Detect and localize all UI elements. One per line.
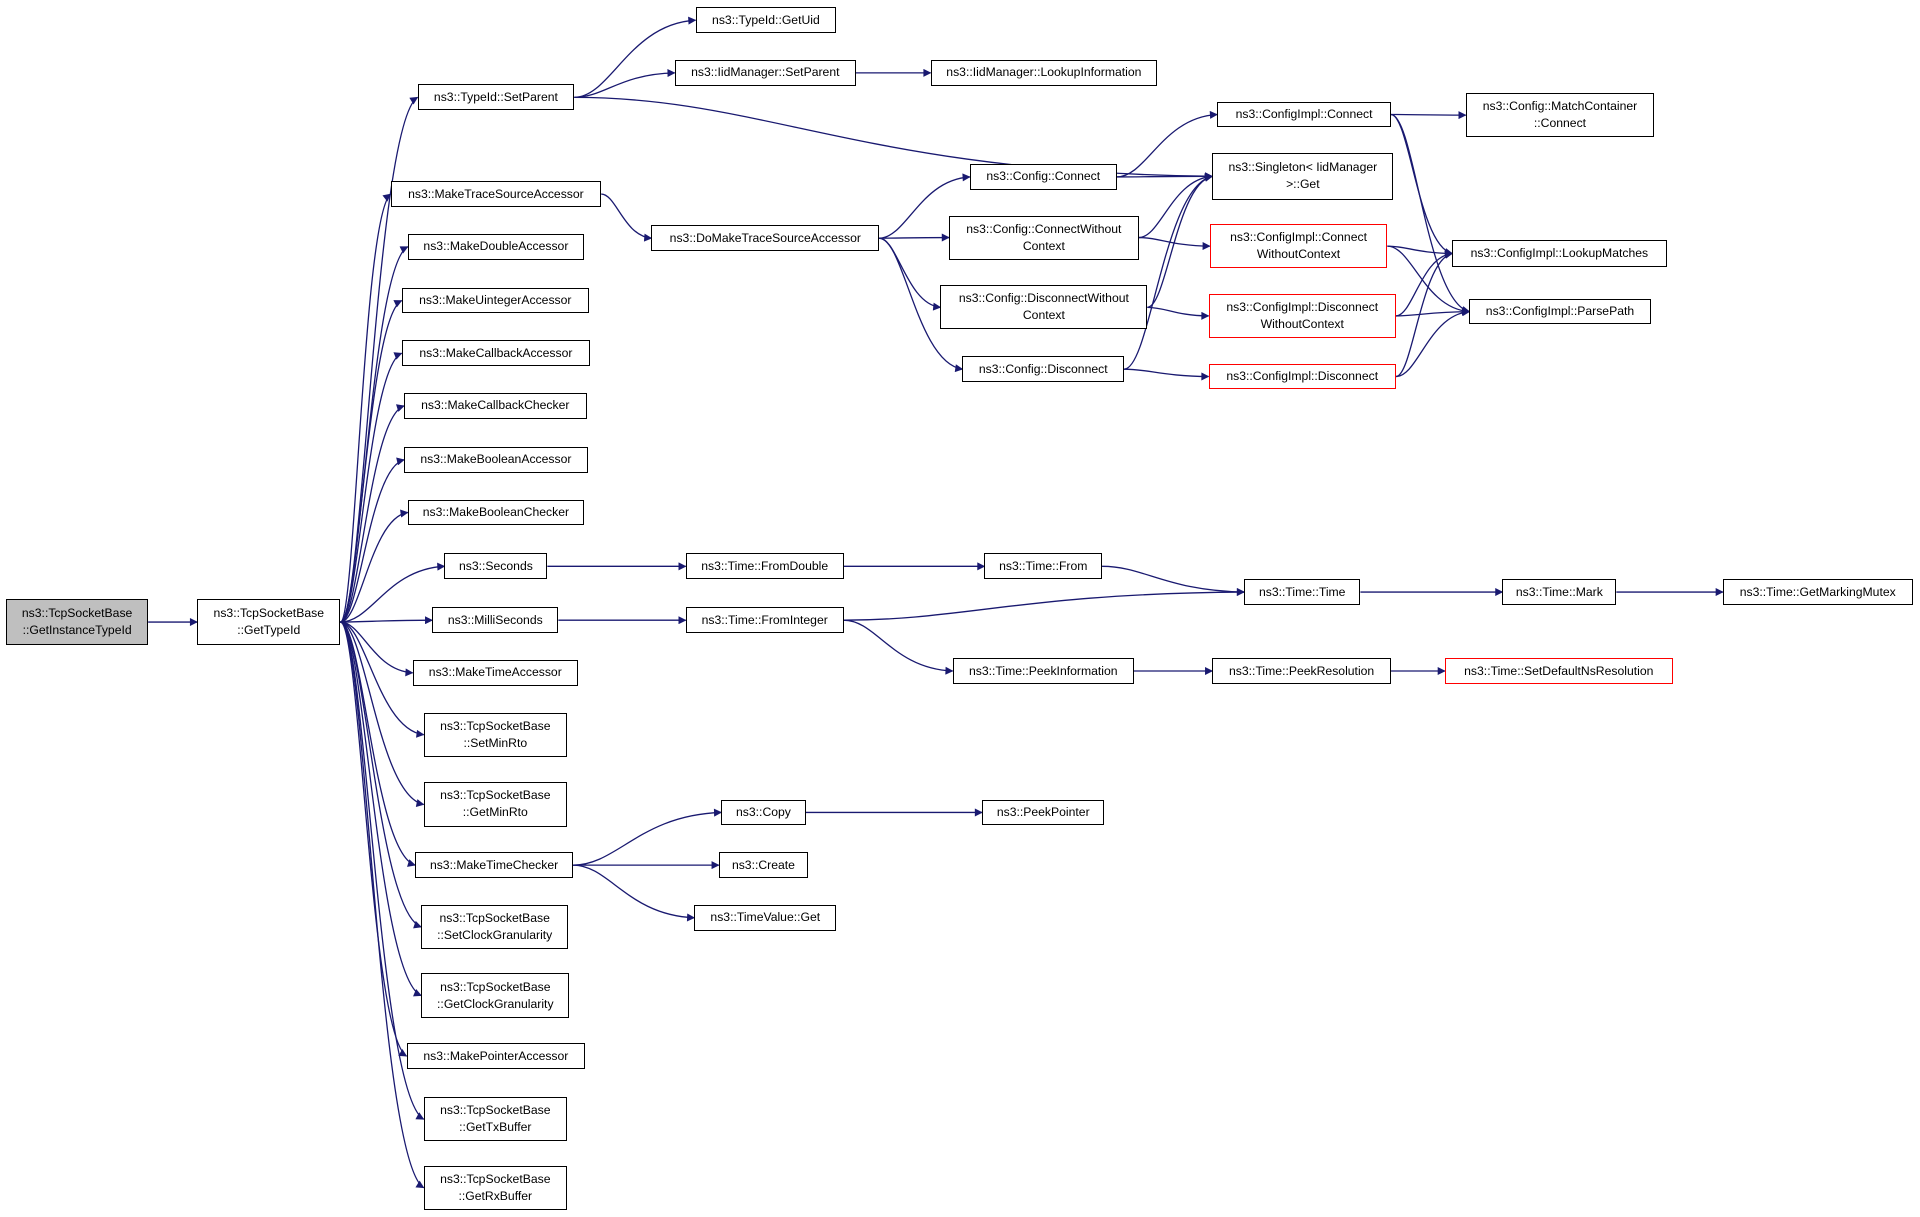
node-iidmanager-setparent[interactable]: ns3::IidManager::SetParent (674, 60, 856, 86)
edge-gettypeid-to-setclock (340, 621, 422, 929)
edge-implconnect-to-parsepath (1390, 113, 1471, 314)
node-timevalue-get[interactable]: ns3::TimeValue::Get (694, 904, 837, 931)
node-tcpsocketbase-getclockgranularity[interactable]: ns3::TcpSocketBase ::GetClockGranularity (421, 973, 570, 1018)
edge-gettypeid-to-mkboolchk (340, 509, 409, 623)
edge-gettypeid-to-mkcbacc (339, 352, 403, 623)
edge-gettypeid-to-getclock (340, 621, 422, 997)
node-configimpl-disconnectwithoutcontext[interactable]: ns3::ConfigImpl::Disconnect WithoutConte… (1208, 293, 1396, 338)
edge-domktrace-to-cfgdisconnwo (879, 237, 942, 311)
edge-impldisconnwo-to-lookupmatches (1395, 250, 1454, 317)
node-domaketracesourceaccessor[interactable]: ns3::DoMakeTraceSourceAccessor (651, 225, 880, 251)
node-copy[interactable]: ns3::Copy (721, 799, 806, 826)
node-config-connect[interactable]: ns3::Config::Connect (969, 164, 1117, 190)
edge-cfgconnect-to-singleton (1116, 172, 1214, 181)
edge-gettypeid-to-setminrto (340, 621, 425, 738)
node-peekpointer[interactable]: ns3::PeekPointer (982, 799, 1105, 826)
node-maketimechecker[interactable]: ns3::MakeTimeChecker (415, 852, 574, 878)
node-time-setdefaultnsresolution[interactable]: ns3::Time::SetDefaultNsResolution (1444, 657, 1673, 685)
node-milliseconds[interactable]: ns3::MilliSeconds (432, 607, 559, 634)
node-tcpsocketbase-setminrto[interactable]: ns3::TcpSocketBase ::SetMinRto (423, 712, 567, 757)
edge-mktrace-to-domktrace (601, 193, 653, 242)
node-config-disconnectwithoutcontext[interactable]: ns3::Config::DisconnectWithout Context (940, 285, 1148, 330)
edge-gettypeid-to-mkcbchk (340, 404, 405, 623)
edge-domktrace-to-cfgdisconn (879, 237, 964, 373)
edge-cfgdisconn-to-singleton (1123, 173, 1214, 370)
edge-cfgconnect-to-implconnect (1116, 110, 1218, 178)
edge-cfgdisconn-to-impldisconn (1124, 368, 1210, 381)
edge-implconnect-to-lookupmatches (1390, 113, 1454, 256)
edge-gettypeid-to-seconds (340, 562, 446, 623)
node-makebooleanchecker[interactable]: ns3::MakeBooleanChecker (407, 499, 585, 526)
node-tcpsocketbase-gettxbuffer[interactable]: ns3::TcpSocketBase ::GetTxBuffer (423, 1097, 567, 1142)
node-tcpsocketbase-setclockgranularity[interactable]: ns3::TcpSocketBase ::SetClockGranularity (421, 904, 569, 949)
edge-gettypeid-to-mktimeacc (340, 621, 414, 677)
edge-gettypeid-to-getrx (339, 621, 425, 1189)
node-typeid-getuid[interactable]: ns3::TypeId::GetUid (695, 7, 837, 34)
node-configimpl-disconnect[interactable]: ns3::ConfigImpl::Disconnect (1208, 363, 1396, 390)
edge-cfgdisconnwo-to-impldisconnwo (1147, 306, 1210, 320)
node-typeid-setparent[interactable]: ns3::TypeId::SetParent (417, 84, 575, 111)
edge-gettypeid-to-mkptracc (339, 621, 408, 1057)
node-configimpl-connectwithoutcontext[interactable]: ns3::ConfigImpl::Connect WithoutContext (1209, 224, 1388, 269)
node-maketimeaccessor[interactable]: ns3::MakeTimeAccessor (412, 660, 578, 686)
node-makebooleanaccessor[interactable]: ns3::MakeBooleanAccessor (404, 446, 588, 473)
node-makecallbackaccessor[interactable]: ns3::MakeCallbackAccessor (401, 340, 591, 367)
node-makedoubleaccessor[interactable]: ns3::MakeDoubleAccessor (407, 233, 585, 260)
edge-impldisconn-to-parsepath (1395, 308, 1471, 378)
node-singleton-iidmanager-get[interactable]: ns3::Singleton< IidManager >::Get (1212, 153, 1394, 200)
node-iidmanager-lookupinformation[interactable]: ns3::IidManager::LookupInformation (930, 60, 1158, 86)
edge-cfgconnwo-to-implconnwo (1138, 236, 1211, 251)
node-config-connectwithoutcontext[interactable]: ns3::Config::ConnectWithout Context (948, 215, 1139, 260)
node-tcpsocketbase-gettypeid[interactable]: ns3::TcpSocketBase ::GetTypeId (197, 598, 341, 646)
node-tcpsocketbase-getinstancetypeid: ns3::TcpSocketBase ::GetInstanceTypeId (6, 598, 149, 646)
edge-gettypeid-to-mktrace (339, 193, 392, 623)
edge-implconnect-to-matchconnect (1391, 111, 1467, 120)
node-time-peekinformation[interactable]: ns3::Time::PeekInformation (952, 657, 1134, 685)
node-config-disconnect[interactable]: ns3::Config::Disconnect (962, 356, 1125, 383)
node-configimpl-parsepath[interactable]: ns3::ConfigImpl::ParsePath (1469, 298, 1651, 325)
edge-gettypeid-to-getminrto (340, 621, 425, 807)
edge-timefrom-to-timetime (1102, 565, 1245, 596)
node-seconds[interactable]: ns3::Seconds (444, 553, 548, 580)
edge-fromint-to-peekinfo (843, 619, 954, 675)
node-time-mark[interactable]: ns3::Time::Mark (1502, 579, 1617, 605)
node-time-frominteger[interactable]: ns3::Time::FromInteger (685, 607, 844, 634)
edge-setparent-to-iidsetparent (574, 69, 676, 98)
node-config-matchcontainer-connect[interactable]: ns3::Config::MatchContainer ::Connect (1465, 93, 1655, 138)
node-makeuintegeraccessor[interactable]: ns3::MakeUintegerAccessor (401, 287, 589, 314)
node-time-peekresolution[interactable]: ns3::Time::PeekResolution (1212, 657, 1391, 685)
edge-gettypeid-to-mkuint (339, 300, 403, 623)
edge-implconnwo-to-parsepath (1387, 245, 1471, 316)
node-time-time[interactable]: ns3::Time::Time (1244, 579, 1361, 605)
edge-gettypeid-to-millis (340, 616, 434, 625)
node-create[interactable]: ns3::Create (718, 852, 809, 878)
edge-domktrace-to-cfgconnwo (879, 233, 950, 242)
edge-mktimechk-to-copy (573, 808, 723, 866)
node-tcpsocketbase-getrxbuffer[interactable]: ns3::TcpSocketBase ::GetRxBuffer (423, 1165, 567, 1210)
edge-cfgconnwo-to-singleton (1138, 172, 1214, 239)
node-configimpl-lookupmatches[interactable]: ns3::ConfigImpl::LookupMatches (1452, 240, 1667, 267)
edge-setparent-to-getuid (574, 16, 697, 98)
node-maketracesourceaccessor[interactable]: ns3::MakeTraceSourceAccessor (390, 181, 602, 207)
edge-fromint-to-timetime (843, 588, 1245, 621)
node-tcpsocketbase-getminrto[interactable]: ns3::TcpSocketBase ::GetMinRto (423, 782, 567, 827)
node-configimpl-connect[interactable]: ns3::ConfigImpl::Connect (1217, 101, 1392, 128)
edge-domktrace-to-cfgconnect (879, 173, 971, 239)
edge-impldisconn-to-lookupmatches (1395, 250, 1454, 378)
node-time-fromdouble[interactable]: ns3::Time::FromDouble (685, 553, 844, 580)
edge-cfgdisconnwo-to-singleton (1147, 173, 1214, 308)
edge-gettypeid-to-mkboolacc (340, 457, 405, 623)
node-makepointeraccessor[interactable]: ns3::MakePointerAccessor (406, 1043, 586, 1069)
edge-impldisconnwo-to-parsepath (1395, 307, 1471, 317)
node-time-from[interactable]: ns3::Time::From (984, 553, 1103, 580)
edge-mktimechk-to-tvget (573, 864, 696, 922)
edge-implconnwo-to-lookupmatches (1387, 245, 1454, 258)
node-makecallbackchecker[interactable]: ns3::MakeCallbackChecker (404, 393, 587, 419)
node-time-getmarkingmutex[interactable]: ns3::Time::GetMarkingMutex (1722, 579, 1913, 605)
